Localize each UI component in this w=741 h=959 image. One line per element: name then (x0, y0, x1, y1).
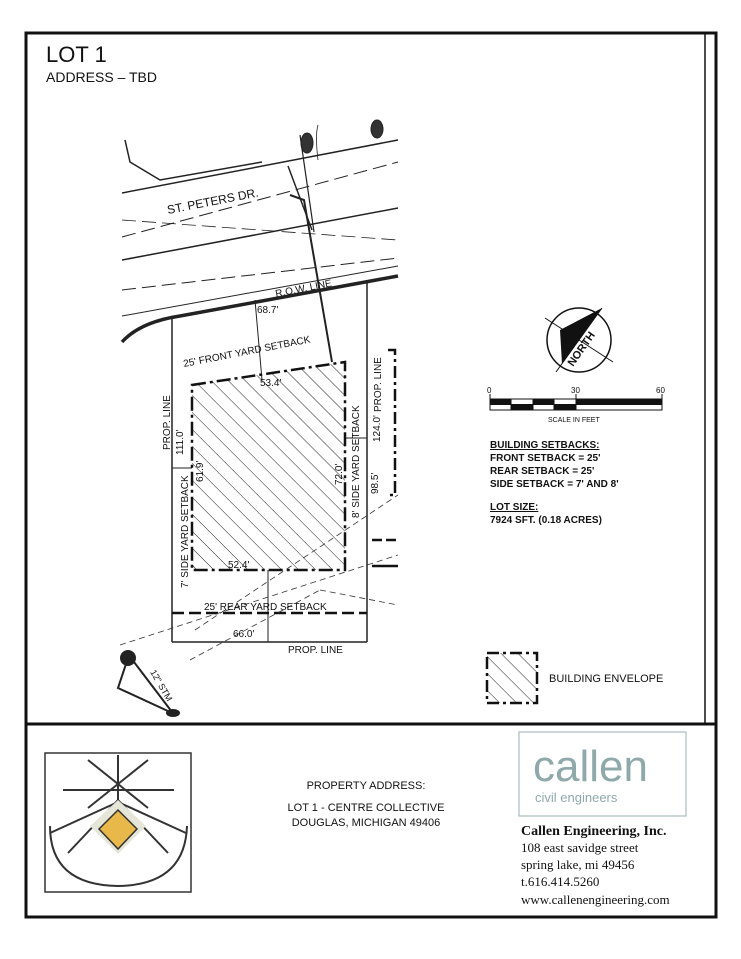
property-line2: DOUGLAS, MICHIGAN 49406 (292, 817, 441, 829)
prop-line-left: PROP. LINE (162, 395, 173, 450)
dim-envelope-right: 72.0' (334, 464, 345, 485)
street-name: ST. PETERS DR. (166, 186, 260, 217)
row-line-label: R.O.W. LINE (274, 278, 333, 300)
setback-front: FRONT SETBACK = 25' (490, 453, 600, 464)
company-address2: spring lake, mi 49456 (521, 857, 635, 872)
property-heading: PROPERTY ADDRESS: (307, 780, 426, 792)
scale-tick-30: 30 (571, 386, 580, 395)
scale-tick-60: 60 (656, 386, 665, 395)
callen-logo-box (518, 731, 687, 817)
left-side-setback-label: 7' SIDE YARD SETBACK (180, 475, 191, 588)
legend-envelope-swatch (485, 651, 539, 705)
dim-front: 68.7' (257, 305, 278, 316)
scale-caption: SCALE IN FEET (548, 417, 600, 424)
dim-envelope-left: 61.9' (195, 461, 206, 482)
right-side-setback-label: 8' SIDE YARD SETBACK (351, 405, 362, 518)
lot-size-value: 7924 SFT. (0.18 ACRES) (490, 515, 602, 526)
company-phone: t.616.414.5260 (521, 874, 599, 889)
dim-envelope-top: 53.4' (260, 378, 281, 389)
adjacent-lot (372, 348, 398, 568)
prop-line-right: PROP. LINE (373, 357, 384, 412)
dim-envelope-bottom: 52.4' (228, 560, 249, 571)
company-name: Callen Engineering, Inc. (521, 824, 666, 839)
prop-line-bottom: PROP. LINE (288, 645, 343, 656)
dim-bottom: 66.0' (233, 629, 254, 640)
dim-right-lower: 98.5' (370, 473, 381, 494)
legend-label: BUILDING ENVELOPE (549, 673, 663, 685)
utility-lines (119, 494, 399, 661)
lot-address: ADDRESS – TBD (46, 69, 157, 85)
front-setback-label: 25' FRONT YARD SETBACK (182, 334, 311, 370)
lot-boundary (171, 282, 368, 643)
setbacks-heading: BUILDING SETBACKS: (490, 440, 599, 451)
storm-sewer (116, 650, 180, 717)
dim-right-lot: 124.0' (372, 415, 383, 442)
property-line1: LOT 1 - CENTRE COLLECTIVE (288, 802, 445, 814)
scale-bar (489, 394, 663, 411)
building-envelope (190, 360, 347, 572)
company-website[interactable]: www.callenengineering.com (521, 892, 670, 907)
callen-logo-word: callen (533, 742, 648, 791)
scale-tick-0: 0 (487, 386, 492, 395)
lot-title: LOT 1 (46, 42, 107, 67)
company-address1: 108 east savidge street (521, 840, 639, 855)
rear-setback-label: 25' REAR YARD SETBACK (204, 602, 327, 613)
north-arrow-icon (544, 307, 614, 373)
lot-size-heading: LOT SIZE: (490, 502, 538, 513)
setback-side: SIDE SETBACK = 7' AND 8' (490, 479, 619, 490)
dim-left-lot: 111.0' (175, 429, 186, 455)
street (120, 119, 399, 363)
centre-collective-logo (44, 752, 192, 893)
setback-rear: REAR SETBACK = 25' (490, 466, 594, 477)
sheet-border (24, 31, 718, 919)
callen-logo-sub: civil engineers (535, 790, 618, 805)
